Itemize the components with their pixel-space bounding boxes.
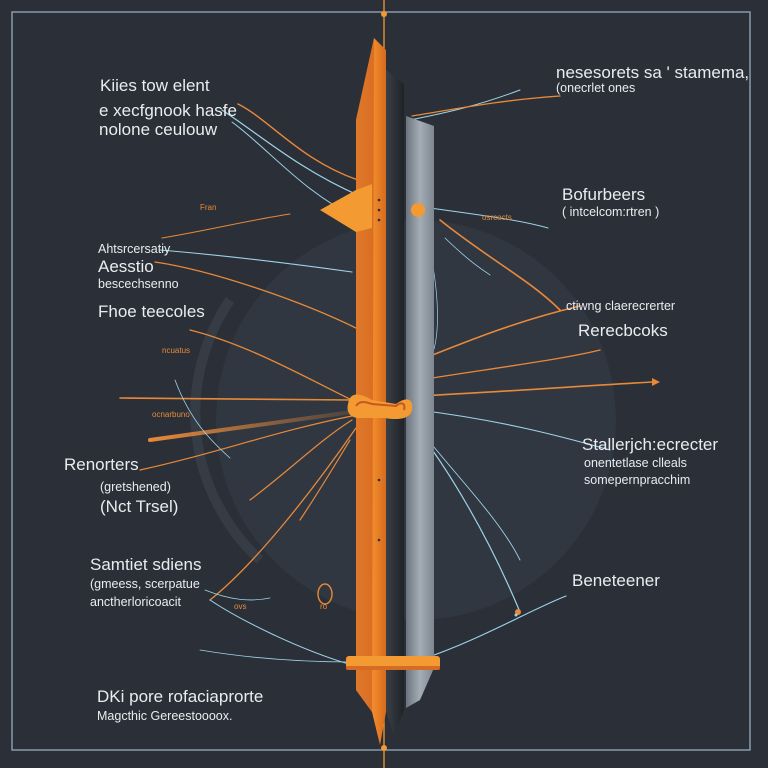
small-dot-right-2 [514,613,518,617]
label-somepernpracchim: somepernpracchim [584,473,691,487]
label-ro: ro [320,602,328,611]
orange-bar-shade [356,38,374,712]
label-fran: Fran [200,203,217,212]
label-dki-pore: DKi pore rofaciaprorte [97,687,264,706]
label-besc: bescechsenno [98,277,179,291]
label-nesesorets: nesesorets sa ' stamema, [556,63,750,82]
label-beneteener: Beneteener [572,571,660,590]
label-onentetlase: onentetlase clleals [584,456,687,470]
label-intcelcom: ( intcelcom:rtren ) [562,205,660,219]
label-ctiwng: ctiwng claerecrerter [566,299,676,313]
small-dot-right [515,609,521,615]
label-nolone: nolone ceulouw [99,120,218,139]
label-anctherlo: anctherloricoacit [90,595,182,609]
label-nct-trsel: (Nct Trsel) [100,497,179,516]
outer-frame [11,11,751,751]
label-fhoe: Fhoe teecoles [98,302,205,321]
axis-bottom-dot [381,745,387,751]
arrowhead-right [652,378,660,386]
label-magcthic: Magcthic Gereestoooox. [97,709,233,723]
dark-rod [386,70,404,736]
label-stallerjch: Stallerjch:ecrecter [582,435,719,454]
disc-arc [190,297,264,564]
label-ocn: ocnarbuno [152,410,190,419]
label-exsc: e xecfgnook hasfe [99,101,237,120]
label-renorters: Renorters [64,455,139,474]
label-ovs: ovs [234,602,247,611]
label-ahtsr: Ahtsrcersatiy [98,242,171,256]
label-gmeess: (gmeess, scerpatue [90,577,200,591]
label-aesstio: Aesstio [98,257,154,276]
label-rerecbcoks: Rerecbcoks [578,321,668,340]
label-osrcecls: osrcects [482,213,512,222]
label-samtiet: Samtiet sdiens [90,555,202,574]
center-ring-inner [355,401,406,411]
label-ncu: ncuatus [162,346,191,355]
label-onecrlet: (onecrlet ones [556,81,636,95]
small-ring-left [317,583,333,605]
bar-rivets [377,198,381,542]
bottom-band-shadow [346,666,440,670]
label-gretshened: (gretshened) [100,480,171,494]
center-ring [347,394,413,420]
orange-node [411,203,425,217]
ray-lines [119,89,653,666]
axis-top-dot [381,11,387,17]
label-kiies: Kiies tow elent [100,76,210,95]
grey-panel [406,116,434,708]
label-bofurbeers: Bofurbeers [562,185,646,204]
upper-fin [320,184,372,232]
